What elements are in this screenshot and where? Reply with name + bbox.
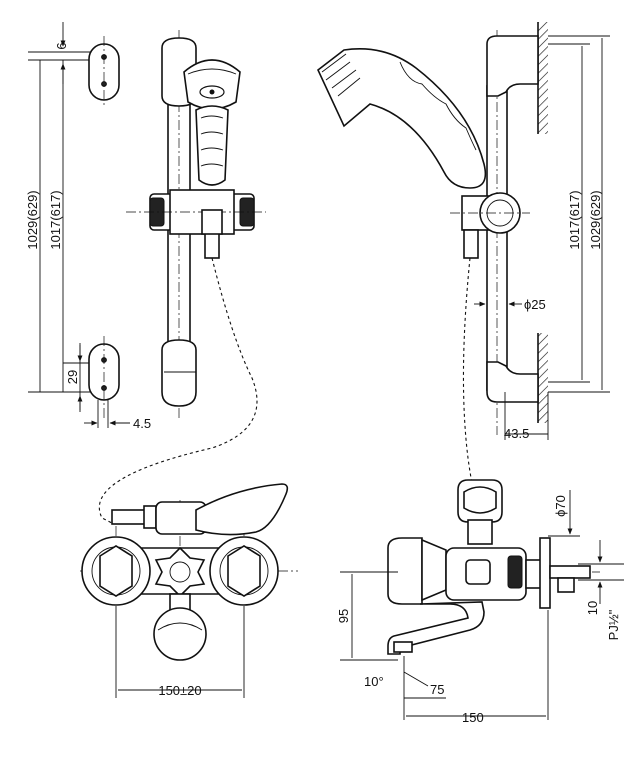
dim-left-inner: 1017(617) [48,190,63,249]
dim-spout-reach: 75 [430,682,444,697]
dim-flange-diameter: ϕ70 [553,495,568,517]
dim-wall-offset: 43.5 [504,426,529,441]
dim-spout-angle: 10° [364,674,384,689]
dim-bracket-width: 4.5 [133,416,151,431]
dim-top-offset: 6 [54,42,69,49]
dim-thread: PJ½" [606,609,621,640]
dim-bar-diameter: ϕ25 [524,297,546,312]
shower-hose [98,257,258,524]
side-view-mixer [340,479,624,720]
dim-bracket-spacing: 29 [65,370,80,384]
dim-total-depth: 150 [462,710,484,725]
dim-left-outer: 1029(629) [25,190,40,249]
dim-flange-gap: 10 [585,601,600,615]
dim-handle-spacing: 150±20 [158,683,201,698]
dim-right-inner: 1017(617) [567,190,582,249]
shower-hose-side [462,257,477,499]
side-view-shower-rail [317,22,610,440]
dim-right-outer: 1029(629) [588,190,603,249]
dim-spout-height: 95 [336,609,351,623]
front-view-shower-rail [28,22,266,428]
front-view-mixer [80,483,298,698]
